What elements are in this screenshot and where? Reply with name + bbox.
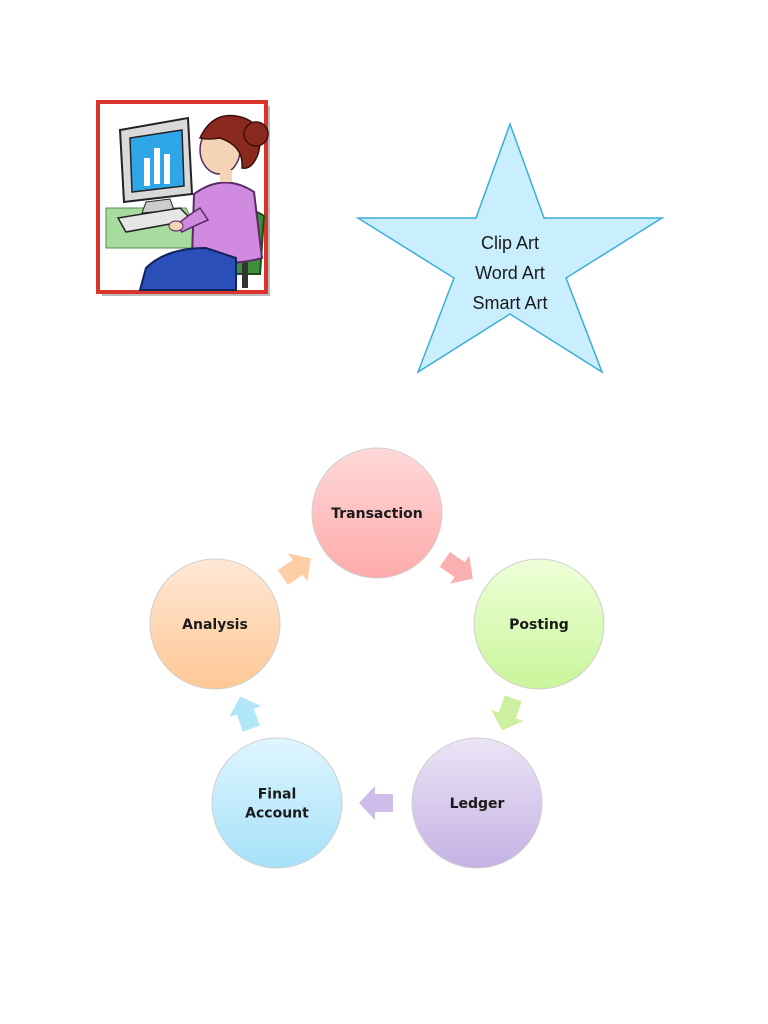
- star-text: Clip Art Word Art Smart Art: [430, 228, 590, 318]
- cycle-node-analysis: Analysis: [149, 558, 281, 690]
- cycle-node-label: Account: [245, 806, 309, 822]
- star-line-smart-art: Smart Art: [472, 293, 548, 313]
- cycle-node-label: Transaction: [331, 506, 423, 522]
- cycle-node-circle: [411, 737, 543, 869]
- cycle-node-label: Analysis: [182, 617, 248, 633]
- cycle-node-circle: [211, 737, 343, 869]
- cycle-node-circle: [149, 558, 281, 690]
- cycle-node-label: Ledger: [450, 796, 505, 812]
- cycle-node-circle: [473, 558, 605, 690]
- cycle-arrow-5: [277, 553, 311, 585]
- star-outline: [355, 121, 665, 374]
- cycle-arrow-3: [359, 786, 393, 820]
- cycle-node-label: Posting: [509, 617, 569, 633]
- star-line-word-art: Word Art: [475, 263, 545, 283]
- cycle-arrow-4: [229, 696, 262, 732]
- cycle-arrow-2: [491, 695, 524, 731]
- star-line-clip-art: Clip Art: [480, 233, 540, 253]
- cycle-node-posting: Posting: [473, 558, 605, 690]
- cycle-node-label: Final: [258, 787, 297, 803]
- woman-at-computer-clipart: [96, 100, 270, 296]
- woman-at-computer-icon: [96, 100, 270, 296]
- star-shape: [355, 121, 665, 374]
- cycle-node-circle: [311, 447, 443, 579]
- cycle-node-ledger: Ledger: [411, 737, 543, 869]
- cycle-node-transaction: Transaction: [311, 447, 443, 579]
- cycle-arrow-1: [439, 552, 473, 584]
